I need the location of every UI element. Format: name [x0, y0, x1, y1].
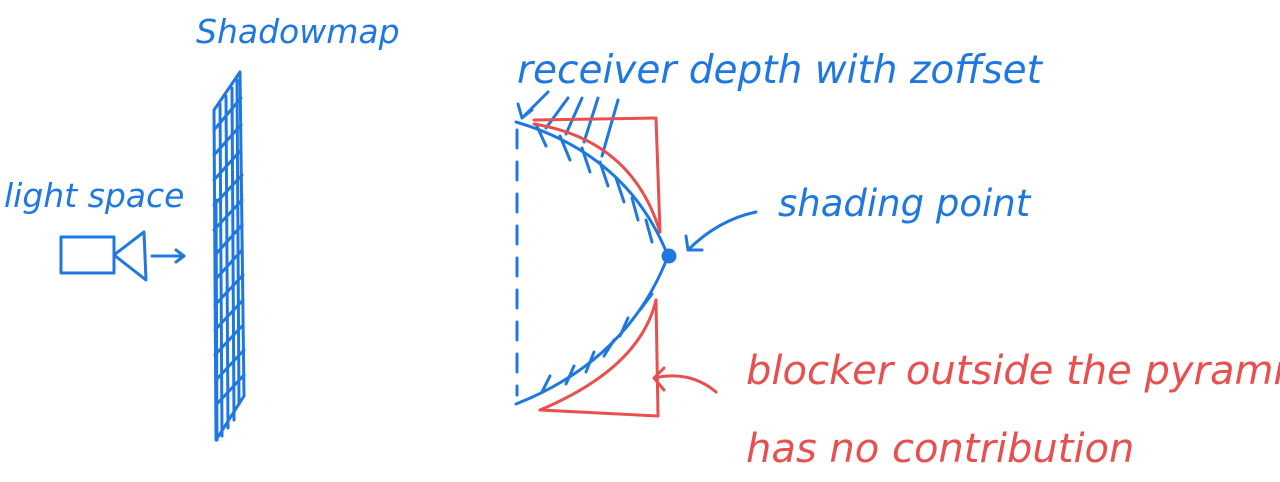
blocker-label-line2: has no contribution	[746, 426, 1135, 472]
blocker-label-line1: blocker outside the pyramid	[746, 348, 1280, 394]
shading-point-dot	[661, 248, 677, 264]
pyramid-upper	[532, 116, 662, 234]
blocker-arrow	[652, 366, 718, 394]
shading-point-arrow	[684, 210, 758, 252]
receiver-depth-label: receiver depth with zoffset	[517, 48, 1042, 93]
receiver-depth-arrows	[516, 90, 620, 158]
light-camera-icon	[59, 230, 186, 282]
light-space-label: light space	[4, 176, 185, 215]
shading-point-label: shading point	[778, 182, 1031, 225]
shadowmap-label: Shadowmap	[196, 12, 400, 51]
pyramid-lower	[538, 298, 660, 418]
receiver-surface-curve	[514, 120, 670, 406]
receiver-offset-ticks	[534, 122, 654, 394]
shadowmap-grid	[212, 70, 246, 442]
